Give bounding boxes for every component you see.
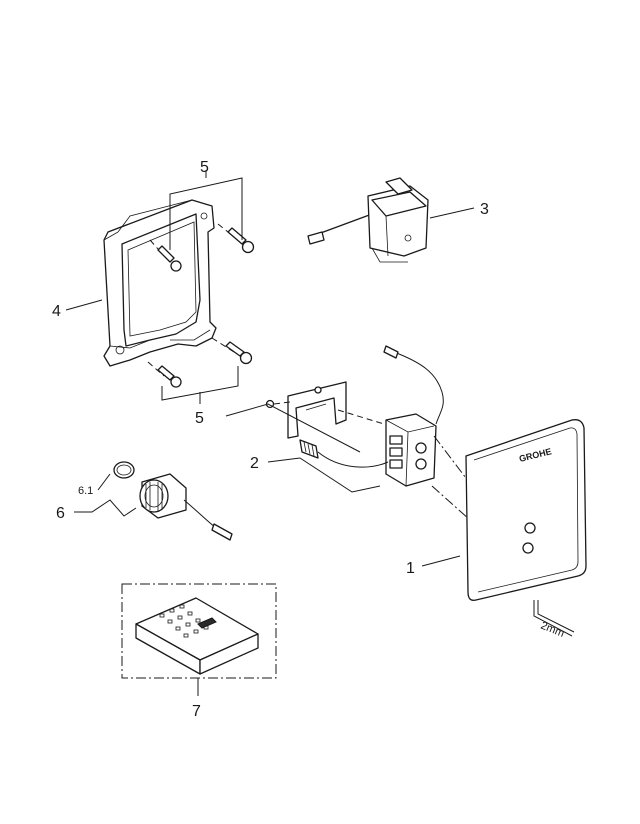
part-6-callout: 6.1 6 (56, 473, 137, 522)
part-5-callout-bottom: 5 (161, 366, 239, 427)
part-4-mounting-frame (103, 199, 217, 367)
part-5-screws-top (149, 223, 255, 272)
part-1-callout: 1 (406, 555, 461, 577)
callout-4: 4 (52, 303, 61, 320)
callout-3: 3 (480, 201, 489, 218)
part-5-screws-bottom (147, 337, 253, 388)
callout-7: 7 (192, 703, 201, 720)
callout-5-top: 5 (200, 159, 209, 176)
part-3-callout: 3 (429, 201, 489, 219)
part-3-sensor-module (307, 177, 429, 263)
part-7-remote-control (121, 583, 277, 679)
callout-2: 2 (250, 455, 259, 472)
callout-1: 1 (406, 560, 415, 577)
callout-6-1: 6.1 (78, 485, 93, 497)
part-1-cover-plate: GROHE 2mm (465, 419, 587, 640)
part-7-callout: 7 (192, 678, 201, 720)
part-4-callout: 4 (52, 299, 103, 320)
part-6-solenoid (113, 461, 233, 541)
callout-5-bottom: 5 (195, 410, 204, 427)
part-2-callout: 2 (225, 403, 381, 493)
allen-key-size: 2mm (539, 620, 566, 640)
part-2-electronics (265, 345, 444, 487)
callout-6: 6 (56, 505, 65, 522)
part-5-callout-top: 5 (169, 159, 243, 250)
